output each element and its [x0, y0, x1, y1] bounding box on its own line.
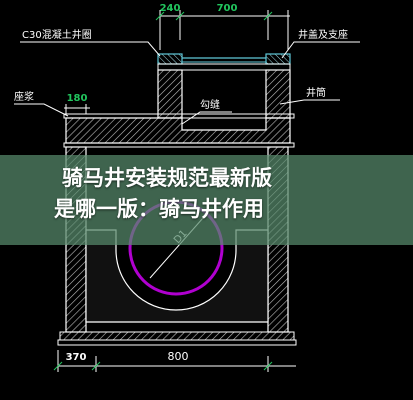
bottom-dimension [53, 350, 296, 372]
leader-lines [14, 41, 360, 125]
dim-top-left-text: 240 [160, 3, 181, 14]
banner-line-2: 是哪一版：骑马井作用 [54, 197, 264, 221]
base-slab [57, 229, 297, 346]
shaft-walls [157, 69, 291, 119]
title-banner [0, 155, 413, 245]
cover-label-text: 井盖及支座 [298, 28, 348, 41]
banner-line-1: 骑马井安装规范最新版 [62, 166, 272, 190]
mortar-label-text: 座浆 [14, 90, 34, 103]
title-banner-text: 骑马井安装规范最新版 是哪一版：骑马井作用 [0, 163, 413, 225]
dim-bottom-left-text: 370 [66, 352, 87, 363]
shaft-label-text: 井筒 [306, 86, 326, 99]
left-wall-dimension [64, 104, 90, 114]
dim-left-wall-text: 180 [67, 93, 88, 104]
ring-label-text: C30混凝土井圈 [22, 28, 92, 41]
top-slab [63, 113, 295, 148]
joint-label-text: 勾缝 [200, 98, 220, 111]
top-dimension [155, 10, 290, 50]
dim-top-right-text: 700 [217, 3, 238, 14]
manhole-cover [157, 53, 291, 71]
dim-bottom-right-text: 800 [168, 350, 189, 363]
